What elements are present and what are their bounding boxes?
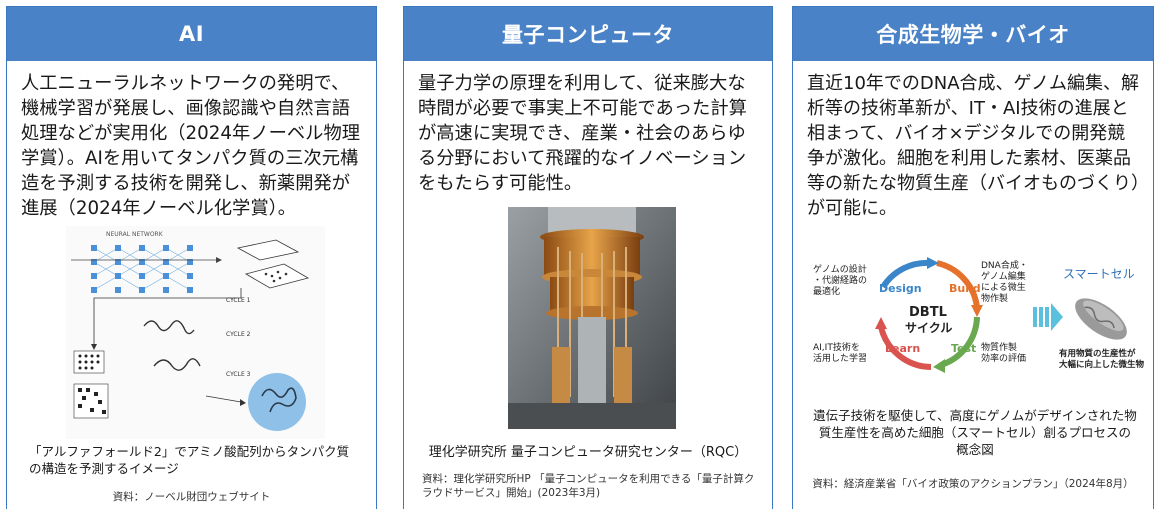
smart-cell-note-line: 有用物質の生産性が — [1059, 349, 1136, 359]
alphafold-figure: NEURAL NETWORK CYCLE 1 — [66, 226, 325, 439]
quantum-computer-photo — [508, 207, 676, 429]
dbtl-center-title: DBTL — [909, 305, 947, 320]
panel-body-text: 人工ニューラルネットワークの発明で、機械学習が発展し、画像認識や自然言語処理など… — [21, 73, 361, 219]
panel-synbio: 合成生物学・バイオ 直近10年でのDNA合成、ゲノム編集、解析等の技術革新が、I… — [792, 6, 1154, 509]
note-build: DNA合成・ ゲノム編集 による微生 物作製 — [981, 261, 1028, 305]
smart-cell-note: 有用物質の生産性が 大幅に向上した微生物 — [1059, 349, 1144, 371]
neural-network-label: NEURAL NETWORK — [106, 231, 164, 238]
note-design-line: ゲノムの設計 — [813, 265, 867, 275]
note-design-line: 最適化 — [813, 287, 841, 297]
note-design: ゲノムの設計 ・代謝経路の 最適化 — [813, 265, 867, 298]
label-learn: Learn — [885, 342, 921, 355]
note-test: 物質作製 効率の評価 — [981, 343, 1026, 365]
label-test: Test — [951, 342, 977, 355]
figure-caption: 遺伝子技術を駆使して、高度にゲノムがデザインされた物質生産性を高めた細胞（スマー… — [813, 408, 1137, 457]
note-build-line: ゲノム編集 — [981, 272, 1026, 282]
panel-quantum: 量子コンピュータ 量子力学の原理を利用して、従来膨大な時間が必要で事実上不可能で… — [403, 6, 773, 509]
label-build: Build — [949, 282, 981, 295]
note-build-line: 物作製 — [981, 294, 1009, 304]
smart-cell-label: スマートセル — [1063, 267, 1135, 281]
figure-source: 資料：理化学研究所HP 「量子コンピュータを利用できる「量子計算クラウドサービス… — [422, 473, 755, 499]
note-design-line: ・代謝経路の — [813, 276, 868, 286]
figure-source: 資料：経済産業省「バイオ政策のアクションプラン」（2024年8月） — [812, 478, 1134, 490]
figure-source: 資料：ノーベル財団ウェブサイト — [112, 491, 271, 503]
panel-title: AI — [7, 7, 376, 61]
note-build-line: による微生 — [981, 283, 1026, 293]
note-build-line: DNA合成・ — [981, 261, 1028, 271]
note-learn: AI,IT技術を 活用した学習 — [813, 343, 867, 365]
smart-cell-note-line: 大幅に向上した微生物 — [1059, 360, 1145, 370]
panel-body-text: 量子力学の原理を利用して、従来膨大な時間が必要で事実上不可能であった計算が高速に… — [418, 73, 747, 194]
panel-title: 量子コンピュータ — [404, 7, 772, 61]
dbtl-center-subtitle: サイクル — [905, 321, 953, 335]
note-learn-line: AI,IT技術を — [813, 343, 860, 353]
panel-title: 合成生物学・バイオ — [793, 7, 1153, 61]
cycle-2-label: CYCLE 2 — [226, 331, 251, 338]
figure-caption: 「アルファフォールド2」でアミノ酸配列からタンパク質の構造を予測するイメージ — [29, 444, 350, 476]
note-test-line: 物質作製 — [981, 343, 1018, 353]
note-learn-line: 活用した学習 — [813, 354, 868, 364]
note-test-line: 効率の評価 — [981, 354, 1027, 364]
figure-caption: 理化学研究所 量子コンピュータ研究センター（RQC） — [428, 445, 748, 460]
cycle-1-label: CYCLE 1 — [226, 297, 251, 304]
label-design: Design — [879, 282, 922, 295]
cycle-3-label: CYCLE 3 — [226, 371, 251, 378]
panel-body-text: 直近10年でのDNA合成、ゲノム編集、解析等の技術革新が、IT・AI技術の進展と… — [807, 73, 1140, 219]
panel-ai: AI 人工ニューラルネットワークの発明で、機械学習が発展し、画像認識や自然言語処… — [6, 6, 377, 509]
dbtl-cycle-diagram: ゲノムの設計 ・代謝経路の 最適化 DNA合成・ ゲノム編集 による微生 物作製… — [801, 247, 1153, 387]
